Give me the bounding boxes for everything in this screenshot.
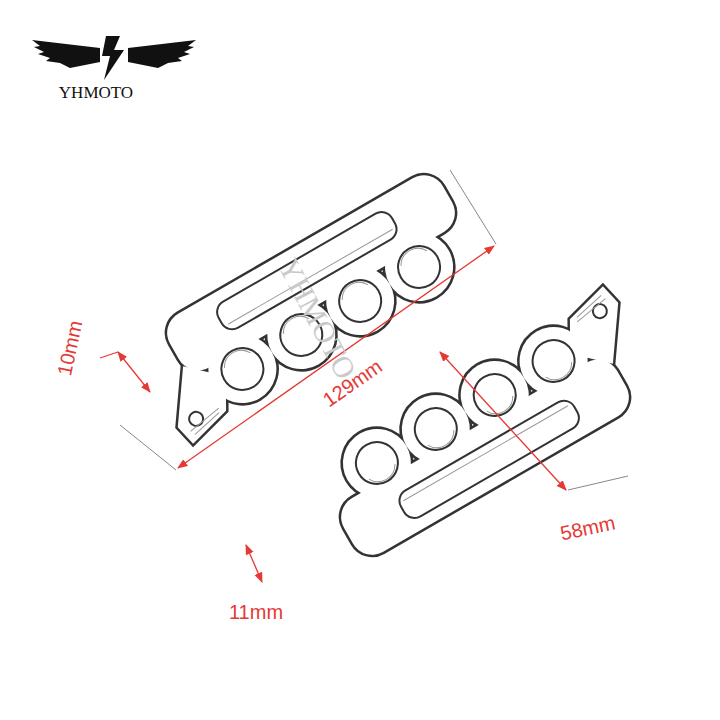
dimension-label: 11mm — [227, 601, 285, 623]
brand-name: YHMOTO — [57, 84, 135, 103]
extension-line — [120, 170, 628, 490]
dimension-label: 10mm — [53, 317, 87, 380]
logo-mark — [32, 36, 196, 80]
dimension-label: 58mm — [557, 511, 620, 545]
dimension-line — [100, 246, 566, 582]
foot-peg — [304, 284, 667, 563]
